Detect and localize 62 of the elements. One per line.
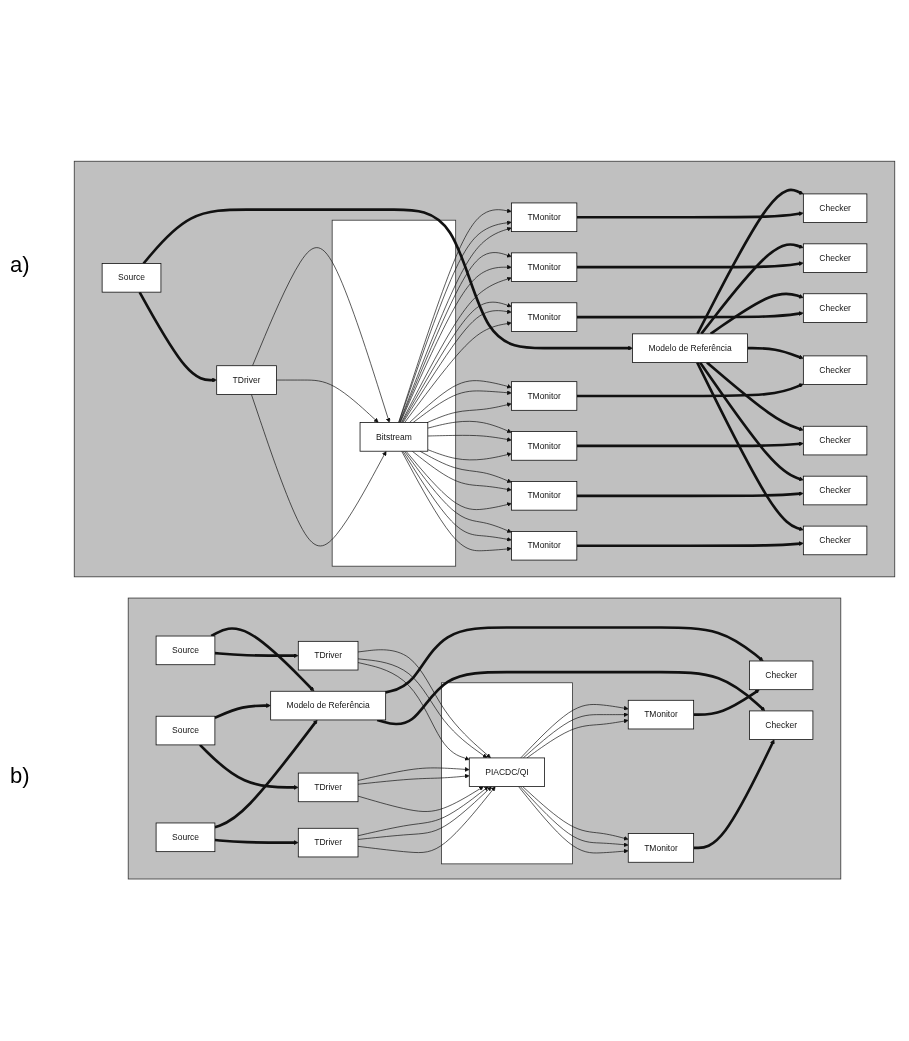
arrow	[376, 671, 766, 726]
node-box: TMonitor	[511, 381, 578, 412]
node-box: PIACDC/QI	[468, 757, 545, 788]
node-box: TDriver	[216, 365, 277, 396]
cluster	[441, 682, 573, 865]
arrow	[700, 243, 804, 336]
arrow	[706, 361, 804, 432]
node-box: Checker	[802, 476, 868, 506]
arrow	[699, 362, 804, 482]
arrow	[696, 189, 804, 335]
arrow	[214, 652, 299, 659]
node-box: Bitstream	[359, 422, 429, 452]
node-box: Source	[155, 636, 216, 666]
node-box: TMonitor	[511, 202, 578, 233]
node-box: Modelo de Referência	[632, 333, 748, 364]
arrow	[576, 383, 804, 398]
arrow	[385, 626, 764, 695]
arrow	[199, 744, 299, 791]
arrow	[576, 441, 804, 448]
node-box: Checker	[802, 426, 868, 456]
cluster	[127, 598, 842, 880]
node-box: TMonitor	[511, 302, 578, 333]
arrow	[576, 311, 804, 319]
node-box: TDriver	[297, 828, 359, 858]
node-box: Source	[155, 822, 216, 853]
panel-label: a)	[10, 252, 31, 279]
node-box: Checker	[749, 660, 814, 691]
node-box: Checker	[802, 243, 868, 274]
arrow	[693, 689, 760, 717]
node-box: Checker	[802, 526, 868, 556]
node-box: Source	[101, 263, 162, 293]
arrow	[576, 491, 804, 498]
node-box: TDriver	[297, 773, 359, 803]
cluster	[73, 161, 896, 578]
arrow	[210, 627, 315, 692]
arrow	[576, 541, 804, 548]
node-box: Checker	[749, 710, 814, 741]
node-box: TMonitor	[627, 833, 695, 864]
node-box: Modelo de Referência	[270, 691, 387, 721]
node-box: TMonitor	[511, 252, 578, 283]
arrow	[138, 291, 217, 383]
node-box: TMonitor	[511, 431, 578, 461]
panel-label: b)	[10, 762, 31, 789]
node-box: TDriver	[297, 641, 359, 671]
node-box: Checker	[802, 193, 868, 224]
arrow	[576, 211, 804, 219]
node-box: TMonitor	[627, 700, 695, 730]
arrow	[214, 720, 318, 829]
arrow	[576, 261, 804, 269]
cluster	[331, 220, 457, 567]
arrow	[709, 292, 804, 336]
arrow	[747, 347, 804, 360]
arrow	[214, 703, 271, 720]
node-box: Checker	[802, 355, 868, 386]
arrow	[696, 362, 804, 532]
node-box: TMonitor	[511, 481, 578, 511]
node-box: TMonitor	[511, 531, 578, 561]
arrow	[142, 208, 633, 351]
arrow	[214, 839, 299, 846]
arrow	[693, 739, 775, 850]
node-box: Checker	[802, 293, 868, 324]
node-box: Source	[155, 716, 216, 746]
